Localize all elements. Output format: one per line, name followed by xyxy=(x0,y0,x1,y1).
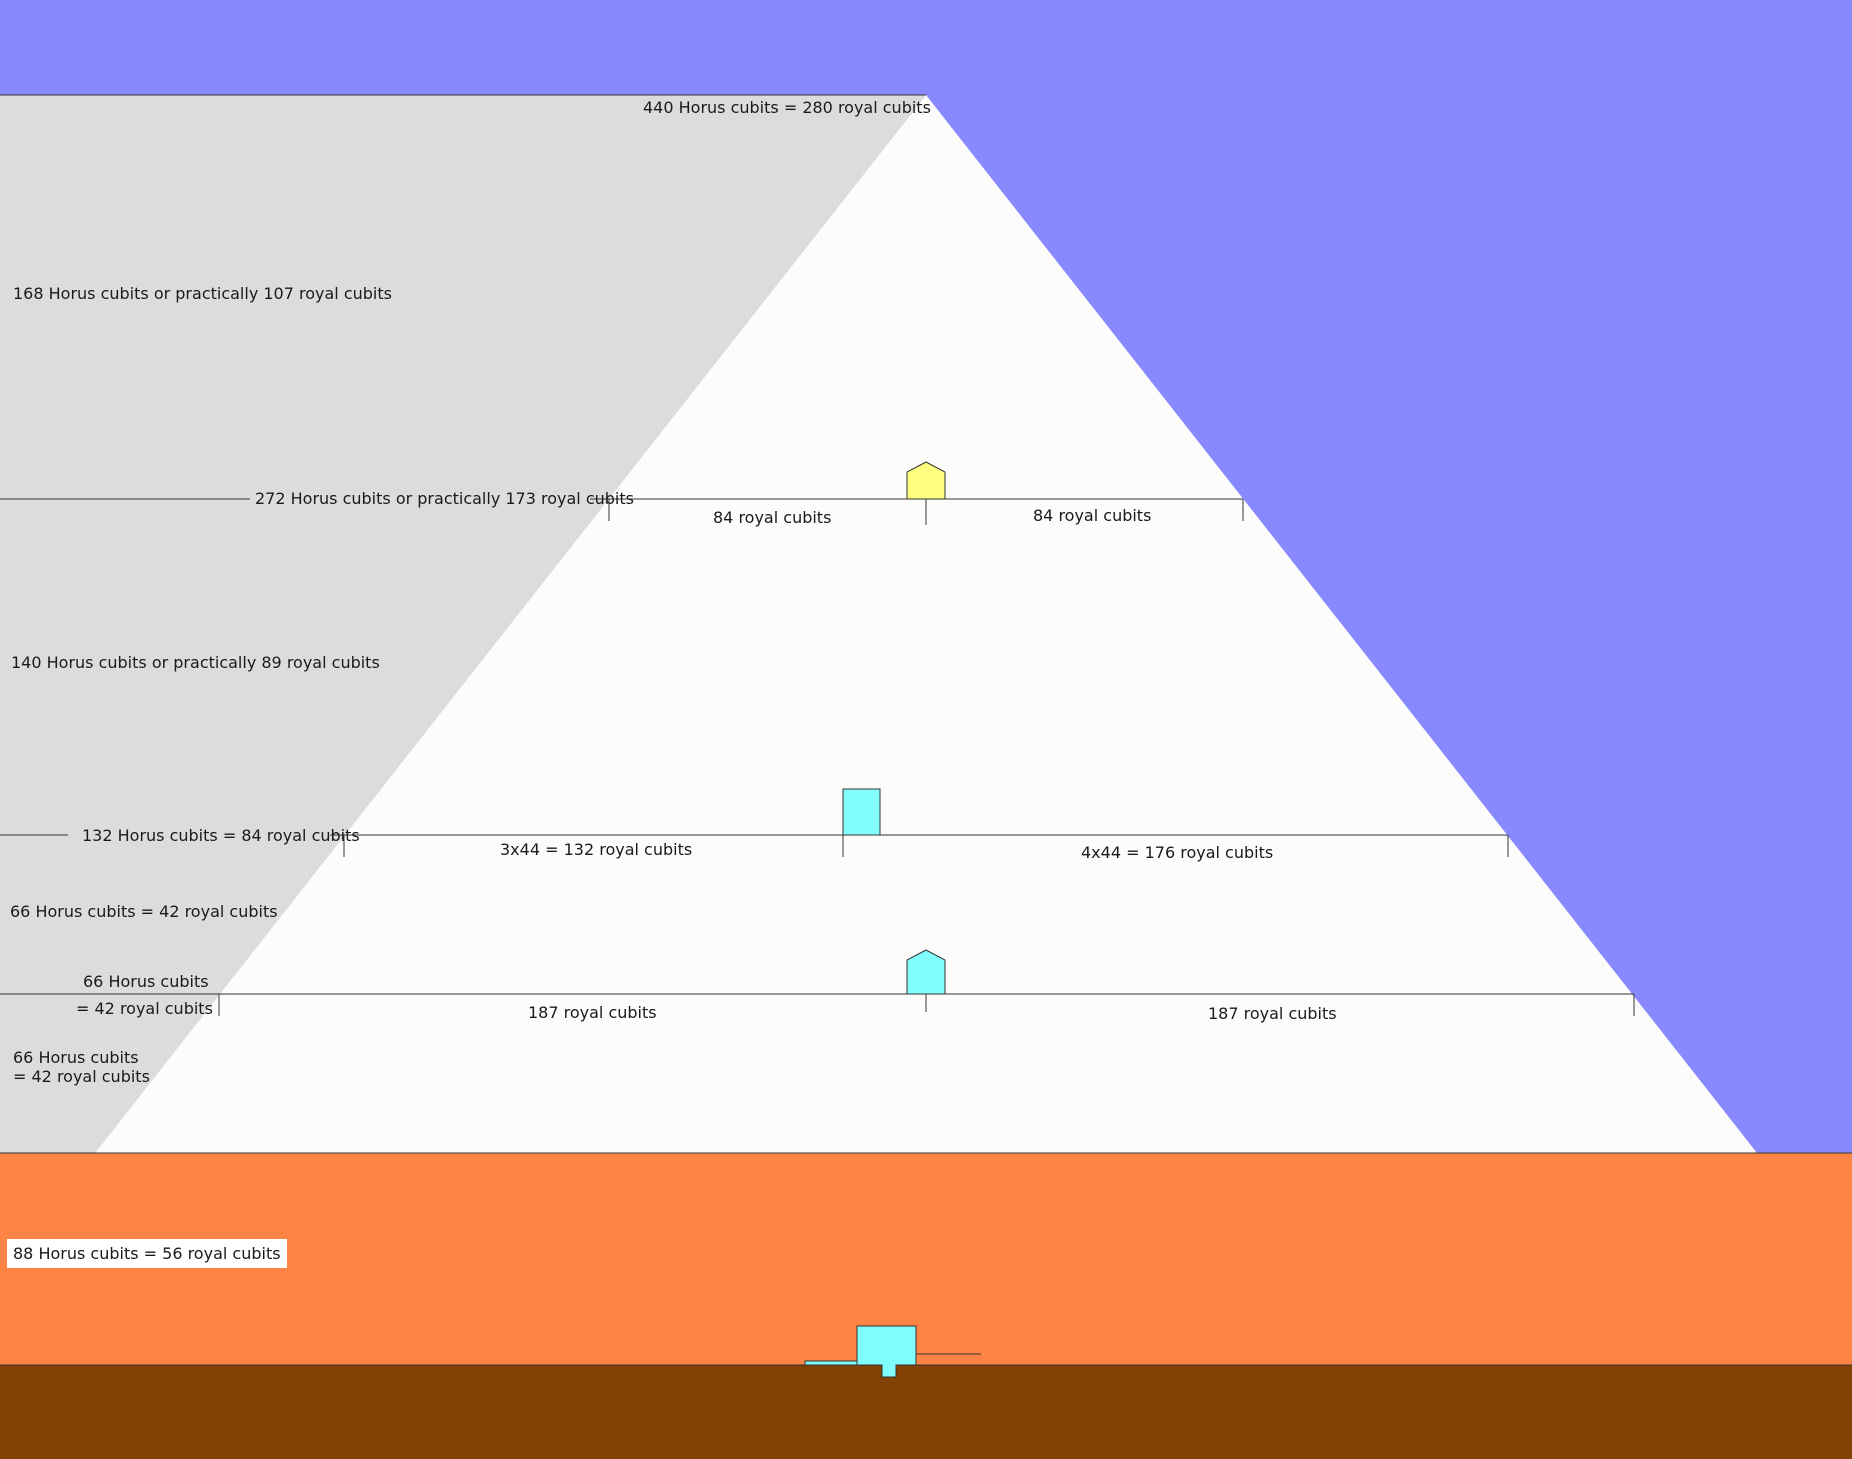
sand-layer xyxy=(0,1153,1852,1365)
gallery-right-width-label: 4x44 = 176 royal cubits xyxy=(1081,843,1274,862)
kings-chamber-marker xyxy=(906,461,946,500)
upper-height-label: 168 Horus cubits or practically 107 roya… xyxy=(13,284,392,303)
base-height-label-line2: = 42 royal cubits xyxy=(13,1067,150,1086)
subterranean-passage-left xyxy=(804,1360,858,1366)
kings-level-label: 272 Horus cubits or practically 173 roya… xyxy=(255,489,634,508)
gallery-left-width-label: 3x44 = 132 royal cubits xyxy=(500,840,693,859)
queens-right-width-label: 187 royal cubits xyxy=(1208,1004,1337,1023)
lower-height-label: 66 Horus cubits = 42 royal cubits xyxy=(10,902,278,921)
kings-left-width-label: 84 royal cubits xyxy=(713,508,832,527)
middle-height-label: 140 Horus cubits or practically 89 royal… xyxy=(11,653,380,672)
base-height-label-line1: 66 Horus cubits xyxy=(13,1048,139,1067)
gallery-chamber-marker xyxy=(842,788,881,836)
gallery-level-label: 132 Horus cubits = 84 royal cubits xyxy=(82,826,360,845)
queens-level-label-line1: 66 Horus cubits xyxy=(83,972,209,991)
kings-right-width-label: 84 royal cubits xyxy=(1033,506,1152,525)
pyramid-body xyxy=(95,95,1757,1153)
queens-level-label-line2: = 42 royal cubits xyxy=(76,999,213,1018)
queens-left-width-label: 187 royal cubits xyxy=(528,1003,657,1022)
underground-depth-label: 88 Horus cubits = 56 royal cubits xyxy=(7,1239,287,1268)
subterranean-chamber-marker xyxy=(856,1325,917,1378)
apex-width-label: 440 Horus cubits = 280 royal cubits xyxy=(643,98,931,117)
shadow-region xyxy=(0,95,926,1153)
queens-chamber-marker xyxy=(906,949,946,995)
earth-layer xyxy=(0,1365,1852,1459)
